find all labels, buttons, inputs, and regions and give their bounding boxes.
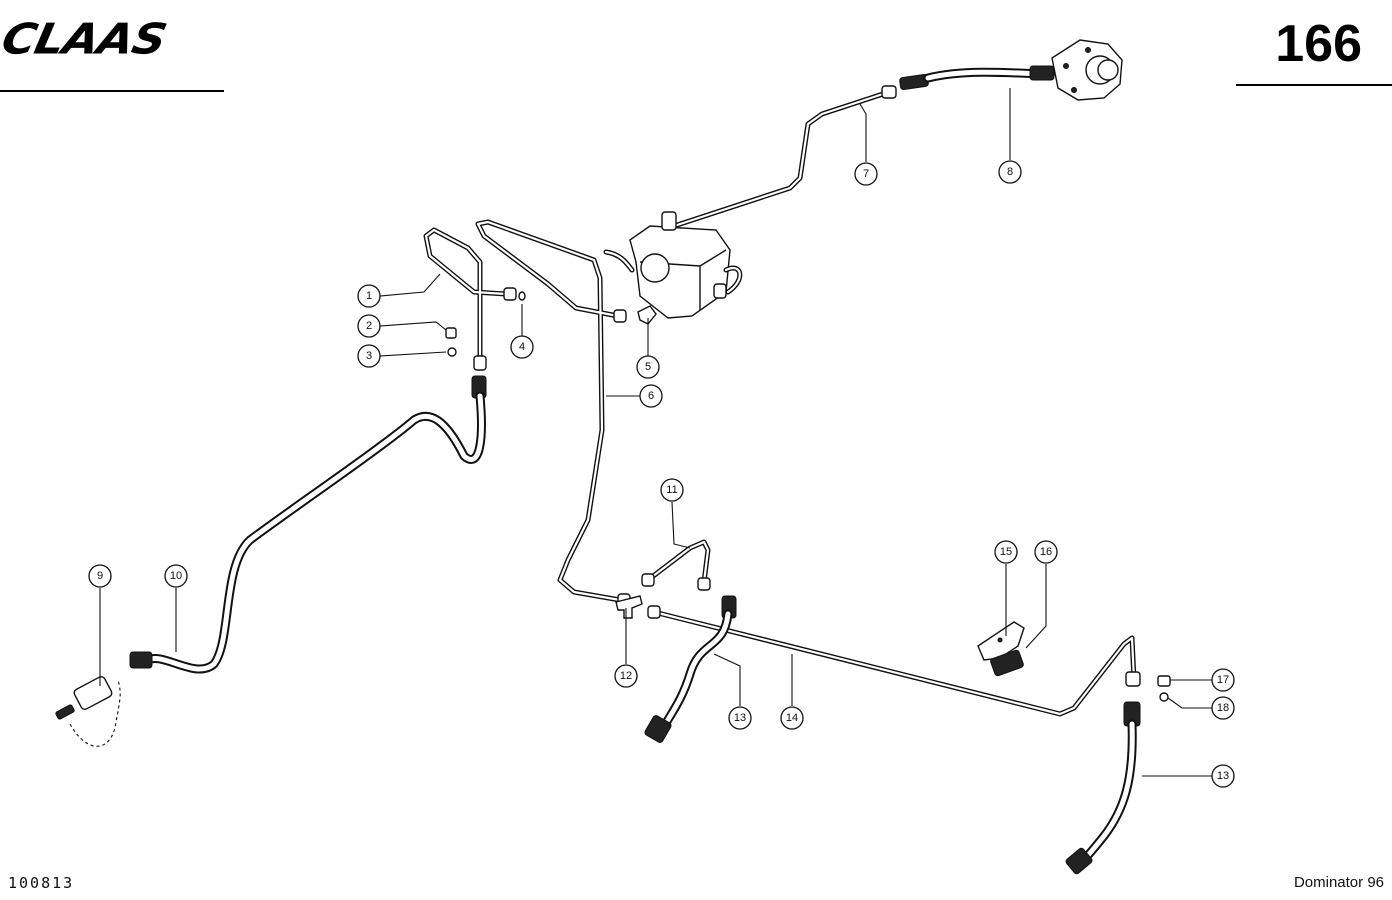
washer-18: [1159, 692, 1169, 702]
callout-9: 9: [88, 564, 112, 588]
callout-10: 10: [164, 564, 188, 588]
pipe-7-fitting: [881, 85, 897, 99]
washer-3: [447, 347, 457, 357]
callout-11: 11: [660, 478, 684, 502]
svg-text:11: 11: [666, 484, 677, 496]
callout-15: 15: [994, 540, 1018, 564]
pipe-6: [475, 219, 631, 607]
svg-text:14: 14: [786, 712, 798, 724]
header-rule-right: [1236, 84, 1392, 86]
svg-text:3: 3: [366, 350, 372, 362]
header-rule-left: [0, 90, 224, 92]
leader-lines: [99, 88, 1212, 777]
callout-2: 2: [357, 314, 381, 338]
hose-13-center: [644, 595, 737, 743]
svg-text:13: 13: [1217, 770, 1229, 782]
pipe-11: [641, 539, 711, 591]
svg-text:17: 17: [1217, 674, 1229, 686]
machine-model: Dominator 96: [1293, 874, 1384, 891]
callout-5: 5: [636, 355, 660, 379]
callout-13-right: 13: [1211, 764, 1235, 788]
claas-logo: CLAAS: [0, 14, 171, 64]
pipe-7: [665, 85, 897, 231]
svg-text:7: 7: [863, 168, 869, 180]
hose-13-right: [1065, 701, 1141, 875]
svg-text:12: 12: [620, 670, 632, 682]
callout-1: 1: [357, 284, 381, 308]
pump-housing: [1051, 39, 1123, 101]
pipe-1: [423, 227, 517, 371]
svg-text:18: 18: [1217, 702, 1229, 714]
bracket-15: [977, 621, 1025, 661]
hose-8: [899, 65, 1055, 91]
svg-text:8: 8: [1007, 166, 1013, 178]
callout-12: 12: [614, 664, 638, 688]
elbow-fitting-5: [637, 305, 657, 325]
svg-text:16: 16: [1040, 546, 1052, 558]
document-id: 100813: [8, 874, 75, 892]
callout-13-center: 13: [728, 706, 752, 730]
svg-text:6: 6: [648, 390, 654, 402]
callout-7: 7: [854, 162, 878, 186]
svg-text:9: 9: [97, 570, 103, 582]
callout-3: 3: [357, 344, 381, 368]
callout-14: 14: [780, 706, 804, 730]
svg-text:1: 1: [366, 290, 372, 302]
callout-8: 8: [998, 160, 1022, 184]
clamp-16: [990, 649, 1024, 677]
svg-text:15: 15: [1000, 546, 1012, 558]
callout-6: 6: [639, 384, 663, 408]
page-number: 166: [1275, 15, 1362, 73]
nut-17: [1157, 675, 1171, 687]
tee-fitting-12: [615, 595, 643, 619]
svg-text:10: 10: [170, 570, 182, 582]
pipe-14: [647, 605, 1141, 717]
svg-text:13: 13: [734, 712, 746, 724]
coupling-9: [55, 676, 121, 747]
callout-4: 4: [510, 335, 534, 359]
svg-text:5: 5: [645, 361, 651, 373]
valve-block: [603, 211, 743, 319]
svg-text:2: 2: [366, 320, 372, 332]
hose-10: [129, 375, 487, 674]
callout-16: 16: [1034, 540, 1058, 564]
svg-text:4: 4: [519, 341, 525, 353]
callout-17: 17: [1211, 668, 1235, 692]
callout-18: 18: [1211, 696, 1235, 720]
ring-4: [518, 291, 526, 301]
nut-2: [445, 327, 457, 339]
